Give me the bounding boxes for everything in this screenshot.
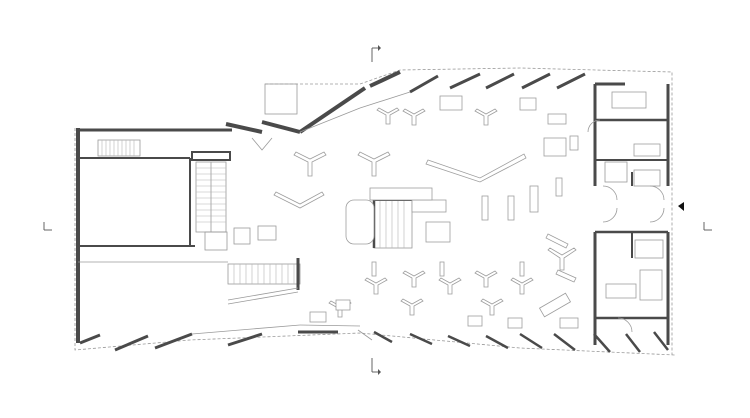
shelf-2: [507, 195, 515, 221]
stair-treads-bottom: [233, 264, 295, 284]
tri-cluster-13: [376, 107, 400, 125]
furniture: [273, 91, 663, 329]
left-block: [76, 128, 301, 343]
table-south-3: [559, 317, 579, 329]
tri-cluster-7: [438, 277, 462, 295]
table-north-3: [547, 113, 567, 125]
north-arrow-marker: [678, 202, 684, 211]
tri-cluster-1: [293, 151, 327, 177]
tri-cluster-9: [510, 277, 534, 295]
chevron-bench-center: [425, 153, 527, 183]
table-south-2: [507, 317, 523, 329]
tri-cluster-14: [547, 247, 577, 271]
table-room-se2: [639, 269, 663, 301]
tri-cluster-12: [480, 298, 504, 316]
table-north-4: [543, 137, 567, 157]
tri-cluster-11: [400, 298, 424, 316]
tri-cluster-8: [474, 270, 498, 288]
table-south-1: [467, 315, 483, 327]
section-marker-bottom: [371, 358, 381, 375]
core-stair-treads: [379, 200, 405, 248]
table-room-ne: [611, 91, 647, 109]
table-north-2: [519, 97, 537, 111]
shelf-5: [371, 261, 377, 277]
table-south-4: [309, 311, 327, 323]
shelf-7: [519, 261, 525, 277]
tri-cluster-4: [474, 108, 498, 126]
table-north-1: [439, 95, 463, 111]
site-boundary: [74, 67, 676, 356]
central-core: [345, 187, 451, 249]
table-south-5: [335, 299, 351, 311]
tri-cluster-3: [402, 108, 426, 126]
section-marker-top: [371, 45, 381, 62]
shelf-1: [481, 195, 489, 221]
table-diagonal-se: [538, 292, 572, 318]
section-marker-left: [43, 222, 52, 231]
section-marker-right: [703, 222, 712, 231]
south-facade: [79, 324, 669, 353]
shelf-6: [439, 261, 445, 277]
bench-east: [545, 233, 569, 249]
stair-treads-top: [101, 140, 135, 156]
chevron-bench-left: [273, 191, 325, 209]
tri-cluster-2: [357, 151, 391, 177]
right-rooms: [587, 82, 670, 345]
table-room-se: [605, 283, 637, 299]
table-east-1: [569, 135, 579, 151]
shelf-4: [555, 177, 563, 197]
north-facade: [225, 70, 586, 151]
table-room-e: [633, 143, 661, 157]
tri-cluster-5: [364, 277, 388, 295]
tri-cluster-6: [402, 270, 426, 288]
bench-east-2: [555, 269, 577, 283]
shelf-3: [529, 185, 539, 213]
